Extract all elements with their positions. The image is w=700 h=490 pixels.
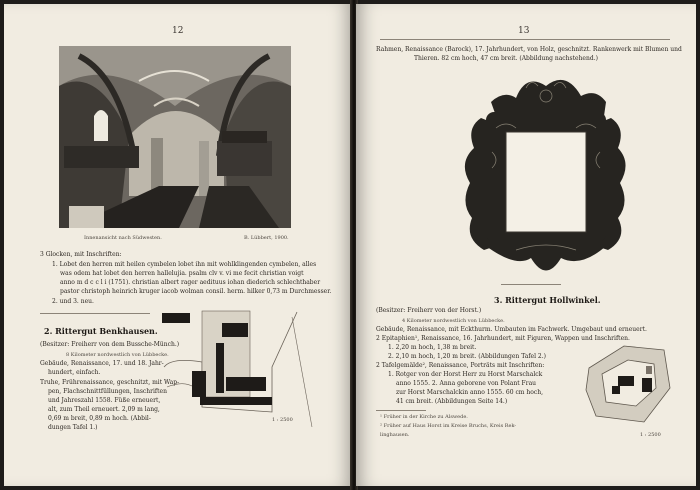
glocken-line: 1. Lobet den herren mit heilen cymbelen …: [52, 261, 317, 268]
glocken-heading: 3 Glocken, mit Inschriften:: [40, 251, 122, 258]
page-left: 12: [4, 4, 352, 486]
section-title-hollwinkel: 3. Rittergut Hollwinkel.: [494, 295, 601, 305]
section-line: (Besitzer: Freiherr von dem Bussche-Münc…: [40, 341, 180, 348]
section-line: Gebäude, Renaissance, mit Eckthurm. Umba…: [376, 326, 647, 333]
section-line: 2 Tafelgemälde², Renaissance, Porträts m…: [376, 362, 545, 369]
section-line: Truhe, Frührenaissance, geschnitzt, mit …: [40, 379, 180, 386]
section-line: dungen Tafel 1.): [48, 424, 98, 431]
section-line: 2 Epitaphien¹, Renaissance, 16. Jahrhund…: [376, 335, 630, 342]
rahmen-line: Rahmen, Renaissance (Barock), 17. Jahrhu…: [376, 46, 682, 53]
rahmen-line: Thieren. 82 cm hoch, 47 cm breit. (Abbil…: [414, 55, 598, 62]
page-number-left: 12: [172, 26, 184, 36]
section-line: 8 Kilometer nordwestlich von Lübbecke.: [66, 352, 169, 358]
section-line: 2. 2,10 m hoch, 1,20 m breit. (Abbildung…: [388, 353, 546, 360]
footnote: linghausen.: [380, 432, 410, 438]
footnote: ² Früher auf Haus Horst im Kreise Bruchs…: [380, 423, 517, 429]
section-line: 0,69 m breit, 0,89 m hoch. (Abbil-: [48, 415, 151, 422]
glocken-line: was odem hat lobet den herren hallelujia…: [60, 270, 304, 277]
section-line: pen, Flachschnittfüllungen, Inschriften: [48, 388, 167, 395]
photo-credit: B. Lübbert, 1900.: [244, 235, 289, 241]
glocken-line: anno m d c c l i (1751). christian alber…: [60, 279, 321, 286]
glocken-line: 2. und 3. neu.: [52, 298, 94, 305]
glocken-line: pastor christoph heinrich kruger iacob w…: [60, 288, 332, 295]
section-line: 1. Rotger von der Horst Herr zu Horst Ma…: [388, 371, 543, 378]
page-right: 13 Rahmen, Renaissance (Barock), 17. Jah…: [356, 4, 696, 486]
footnote-rule: [376, 410, 426, 411]
section-line: (Besitzer: Freiherr von der Horst.): [376, 307, 482, 314]
section-line: und Jahreszahl 1558. Füße erneuert,: [48, 397, 161, 404]
benkhausen-site-plan: [162, 307, 314, 431]
footnote: ¹ Früher in der Kirche zu Alswede.: [380, 414, 468, 420]
scale-label-left: 1 : 2500: [272, 417, 293, 423]
section-line: anno 1555. 2. Anna geborene von Polant F…: [396, 380, 537, 387]
hollwinkel-site-plan: [584, 338, 674, 428]
section-line: 4 Kilometer nordwestlich von Lübbecke.: [402, 318, 505, 324]
section-line: 41 cm breit. (Abbildungen Seite 14.): [396, 398, 508, 405]
scale-label-right: 1 : 2500: [640, 432, 661, 438]
section-line: 1. 2,20 m hoch, 1,38 m breit.: [388, 344, 477, 351]
section-line: hundert, einfach.: [48, 369, 101, 376]
book-gutter: [350, 0, 358, 490]
section-line: alt, zum Theil erneuert. 2,09 m lang,: [48, 406, 160, 413]
section-rule: [501, 284, 561, 285]
page-number-right: 13: [518, 26, 530, 36]
section-title-benkhausen: 2. Rittergut Benkhausen.: [44, 326, 158, 336]
carved-frame-image: [456, 68, 636, 286]
section-line: zur Horst Marschalckin anno 1555. 60 cm …: [396, 389, 544, 396]
header-rule: [380, 39, 670, 40]
church-interior-photo: [59, 46, 291, 228]
section-rule: [40, 313, 150, 314]
photo-caption: Innenansicht nach Südwesten.: [84, 235, 162, 241]
section-line: Gebäude, Renaissance, 17. und 18. Jahr-: [40, 360, 164, 367]
